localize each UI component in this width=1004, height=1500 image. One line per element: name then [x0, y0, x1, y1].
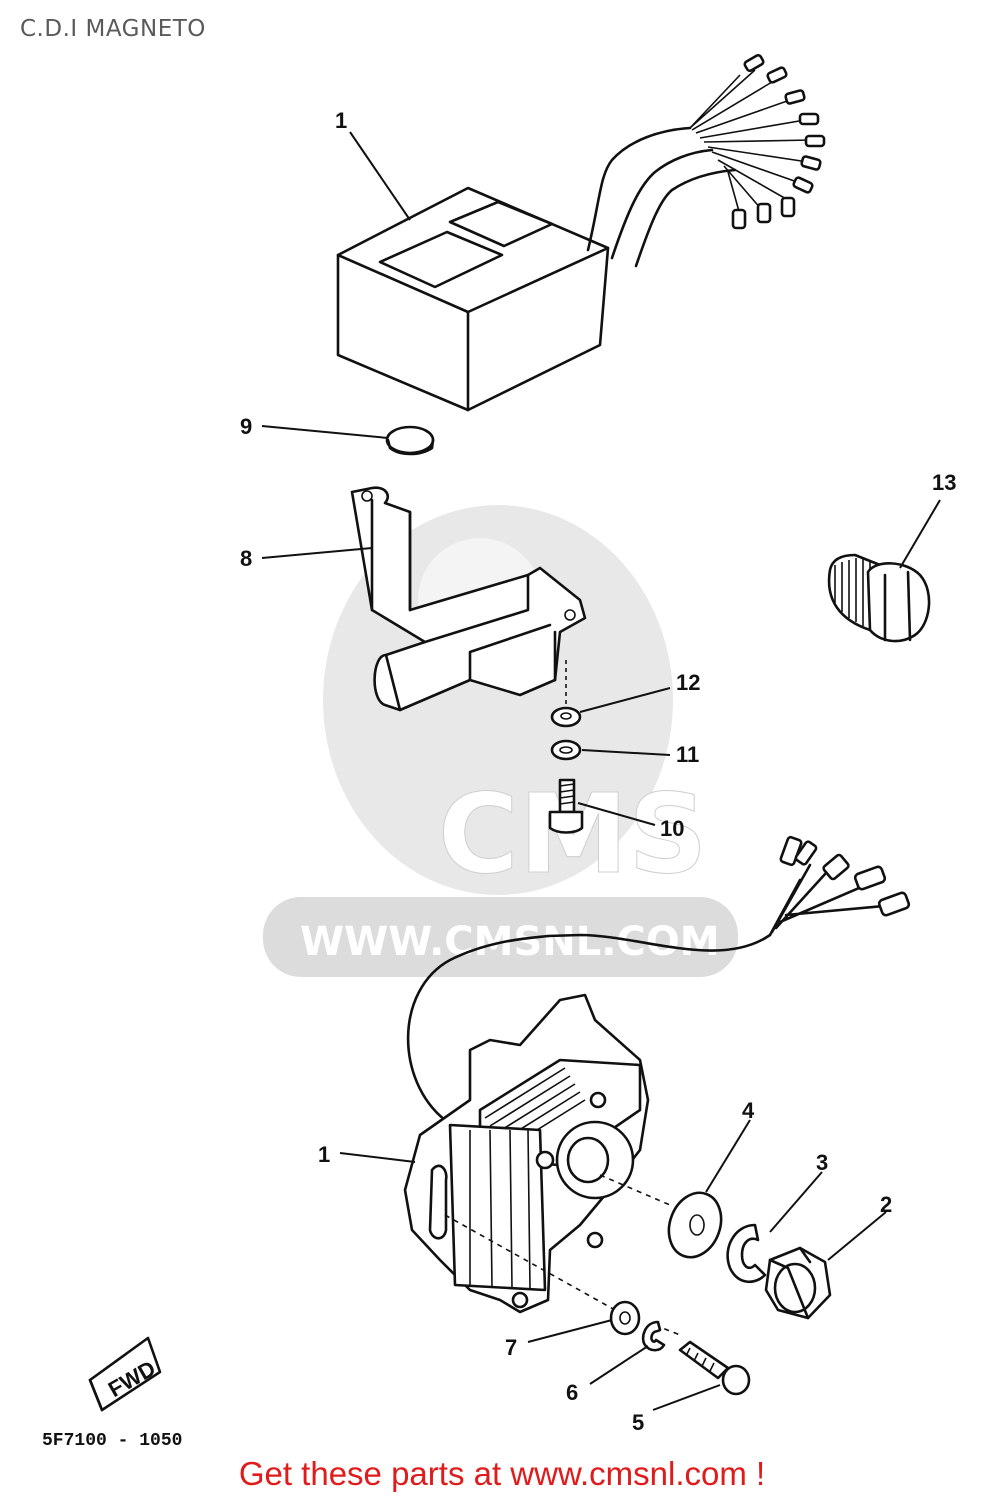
spring-washer-6 — [641, 1320, 666, 1352]
callout-5: 5 — [632, 1410, 644, 1435]
callout-2: 2 — [880, 1192, 892, 1217]
callout-10: 10 — [660, 816, 684, 841]
washer-4 — [667, 1191, 723, 1259]
callout-7: 7 — [505, 1335, 517, 1360]
page-title: C.D.I MAGNETO — [20, 16, 206, 42]
cap-9 — [385, 425, 435, 456]
watermark-brand: CMS — [438, 770, 707, 898]
diagram-code: 5F7100 - 1050 — [42, 1431, 182, 1451]
cta-link[interactable]: Get these parts at www.cmsnl.com ! — [238, 1455, 766, 1492]
watermark: CMS WWW.CMSNL.COM — [263, 505, 738, 977]
callout-9: 9 — [240, 414, 252, 439]
nut-12 — [550, 706, 582, 728]
callout-1-bottom: 1 — [318, 1142, 330, 1167]
callout-labels: 1 9 8 13 12 11 10 1 4 3 2 7 6 5 — [240, 108, 956, 1435]
magneto-stator — [403, 835, 911, 1336]
washer-7 — [609, 1300, 641, 1336]
callout-6: 6 — [566, 1380, 578, 1405]
callout-11: 11 — [676, 742, 699, 767]
callout-3: 3 — [816, 1150, 828, 1175]
nut-2 — [764, 1246, 832, 1320]
callout-8: 8 — [240, 546, 252, 571]
callout-1-top: 1 — [335, 108, 347, 133]
cdi-unit — [336, 53, 826, 412]
callout-4: 4 — [742, 1098, 755, 1123]
bolt-10 — [548, 778, 584, 834]
fwd-direction-marker: FWD — [88, 1336, 162, 1412]
washer-11 — [550, 739, 582, 761]
spring-washer-3 — [726, 1223, 767, 1283]
callout-13: 13 — [932, 470, 956, 495]
plug-13 — [827, 553, 931, 643]
leader-lines — [261, 131, 941, 1411]
screw-5 — [678, 1340, 751, 1396]
callout-12: 12 — [676, 670, 700, 695]
bracket-8 — [350, 486, 587, 712]
